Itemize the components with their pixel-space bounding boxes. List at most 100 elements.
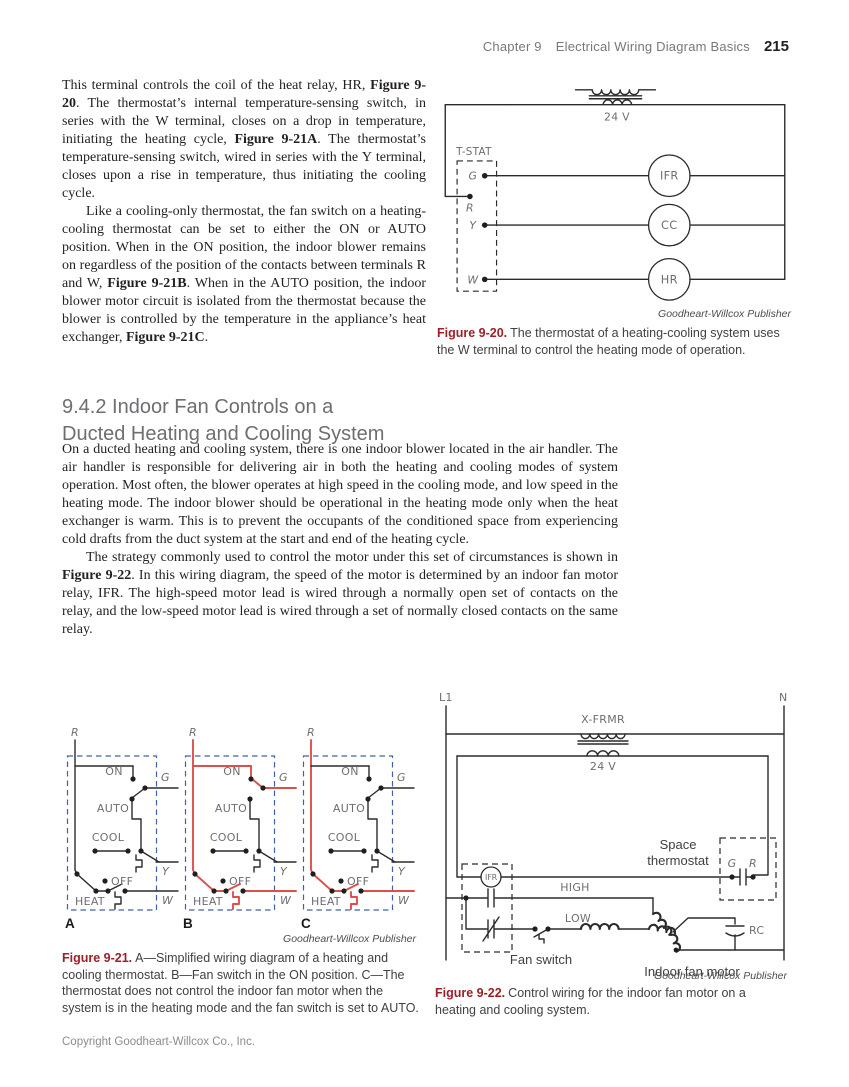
- hr-label: HR: [661, 272, 678, 286]
- terminal-y-label: Y: [162, 865, 170, 878]
- fan-on-label: ON: [223, 765, 241, 778]
- section-body: On a ducted heating and cooling system, …: [62, 441, 618, 639]
- terminal-y-label: Y: [398, 865, 406, 878]
- terminal-r-label: R: [466, 201, 474, 214]
- cool-label: COOL: [210, 831, 243, 844]
- terminal-w-label: W: [162, 894, 174, 907]
- figure-caption-text: Control wiring for the indoor fan motor …: [435, 986, 746, 1017]
- figure-caption: Figure 9-22.Control wiring for the indoo…: [435, 985, 787, 1018]
- fan-on-label: ON: [341, 765, 359, 778]
- no-contact-high: [445, 888, 654, 908]
- chapter-number: Chapter 9: [482, 39, 542, 54]
- panel-letter: B: [183, 916, 193, 931]
- heat-label: HEAT: [311, 895, 341, 908]
- low-speed-winding-coil: [579, 923, 620, 931]
- figure-9-20-diagram: T-STAT 24 V G R Y W IFR CC HR: [444, 89, 786, 301]
- panel-letter: C: [301, 916, 311, 931]
- thermostat-panel-c: R ON G AUTO COOL OFF Y HEAT W C: [301, 726, 415, 931]
- paragraph: On a ducted heating and cooling system, …: [62, 442, 618, 547]
- figure-caption-text: A—Simplified wiring diagram of a heating…: [62, 951, 419, 1015]
- terminal-g-label: G: [161, 771, 170, 784]
- off-label: OFF: [111, 875, 133, 888]
- terminal-r-label: R: [307, 726, 315, 739]
- transformer-primary-coil: [580, 733, 626, 740]
- figure-9-22: L1 N X-FRMR 24 V Space thermostat G R IF…: [435, 688, 803, 1018]
- panel-letter: A: [65, 916, 75, 931]
- l1-label: L1: [439, 691, 453, 704]
- transformer-primary-coil: [574, 89, 657, 96]
- motor-winding: [647, 923, 677, 935]
- off-label: OFF: [229, 875, 251, 888]
- intro-column: This terminal controls the coil of the h…: [62, 77, 426, 347]
- tstat-label: T-STAT: [455, 146, 492, 158]
- circuit-lines: [66, 739, 179, 911]
- terminal-w-label: W: [467, 273, 479, 286]
- terminal-r-label: R: [189, 726, 197, 739]
- figure-caption: Figure 9-20.The thermostat of a heating-…: [437, 325, 793, 358]
- figure-credit: Goodheart-Willcox Publisher: [658, 308, 791, 320]
- nc-contact-low: [465, 897, 535, 942]
- terminal-g-label: G: [279, 771, 288, 784]
- voltage-label: 24 V: [590, 760, 616, 773]
- terminal-r-label: R: [71, 726, 79, 739]
- transformer-secondary-coil: [586, 750, 620, 757]
- voltage-label: 24 V: [604, 110, 630, 123]
- section-heading-line1: 9.4.2 Indoor Fan Controls on a: [62, 396, 334, 418]
- cc-contactor-coil: [647, 203, 691, 247]
- figure-9-22-diagram: L1 N X-FRMR 24 V Space thermostat G R IF…: [439, 691, 788, 980]
- paragraph: Like a cooling-only thermostat, the fan …: [62, 204, 426, 345]
- heat-label: HEAT: [193, 895, 223, 908]
- high-speed-label: HIGH: [560, 881, 590, 894]
- figure-caption-label: Figure 9-21.: [62, 951, 133, 965]
- hr-relay-coil: [647, 257, 691, 301]
- motor-winding: [669, 933, 682, 953]
- transformer-core: [588, 95, 643, 100]
- copyright-footer: Copyright Goodheart-Willcox Co., Inc.: [62, 1036, 256, 1048]
- cool-label: COOL: [328, 831, 361, 844]
- transformer-label: X-FRMR: [581, 713, 625, 726]
- cool-label: COOL: [92, 831, 125, 844]
- running-head: Chapter 9 Electrical Wiring Diagram Basi…: [483, 38, 789, 55]
- space-thermostat-label-line1: Space: [660, 837, 697, 852]
- figure-caption-label: Figure 9-22.: [435, 986, 506, 1000]
- figure-credit: Goodheart-Willcox Publisher: [654, 970, 787, 980]
- circuit-lines: [184, 739, 297, 911]
- transformer-core: [577, 740, 629, 745]
- space-thermostat-dashed-box: [719, 837, 777, 901]
- motor-winding: [651, 911, 673, 936]
- ifr-relay-coil: [647, 154, 691, 198]
- transformer-secondary-coil: [602, 99, 633, 106]
- figure-credit: Goodheart-Willcox Publisher: [283, 933, 416, 945]
- chapter-title: Electrical Wiring Diagram Basics: [555, 39, 750, 54]
- fan-switch-label: Fan switch: [510, 952, 572, 967]
- cc-label: CC: [661, 218, 677, 232]
- figure-9-20: T-STAT 24 V G R Y W IFR CC HR Goodheart-…: [437, 80, 793, 358]
- ifr-label: IFR: [485, 873, 498, 882]
- figure-9-21: R ON G AUTO COOL OFF Y HEAT W A: [62, 722, 420, 1016]
- terminal-y-label: Y: [469, 219, 477, 232]
- space-thermostat-label-line2: thermostat: [647, 853, 709, 868]
- thermostat-panel-a: R ON G AUTO COOL OFF Y HEAT W A: [65, 726, 179, 931]
- ifr-label: IFR: [660, 169, 679, 183]
- circuit-lines: [445, 705, 785, 961]
- off-label: OFF: [347, 875, 369, 888]
- thermostat-g-r-contact: [731, 868, 754, 886]
- figure-caption-text: The thermostat of a heating-cooling syst…: [437, 326, 780, 357]
- section-heading-line2: Ducted Heating and Cooling System: [62, 423, 385, 445]
- neutral-label: N: [779, 691, 788, 704]
- terminal-w-label: W: [398, 894, 410, 907]
- paragraph: This terminal controls the coil of the h…: [62, 78, 426, 201]
- page-number: 215: [763, 38, 789, 55]
- terminal-y-label: Y: [280, 865, 288, 878]
- run-capacitor-label: RC: [749, 924, 764, 937]
- fan-on-label: ON: [105, 765, 123, 778]
- paragraph: The strategy commonly used to control th…: [62, 550, 618, 637]
- thermostat-panels: R ON G AUTO COOL OFF Y HEAT W A: [62, 722, 418, 932]
- figure-caption: Figure 9-21.A—Simplified wiring diagram …: [62, 950, 420, 1016]
- fan-auto-label: AUTO: [97, 802, 129, 815]
- figure-caption-label: Figure 9-20.: [437, 326, 508, 340]
- fan-switch-symbol: [533, 928, 549, 944]
- terminal-g-label: G: [728, 857, 737, 870]
- low-speed-label: LOW: [565, 912, 591, 925]
